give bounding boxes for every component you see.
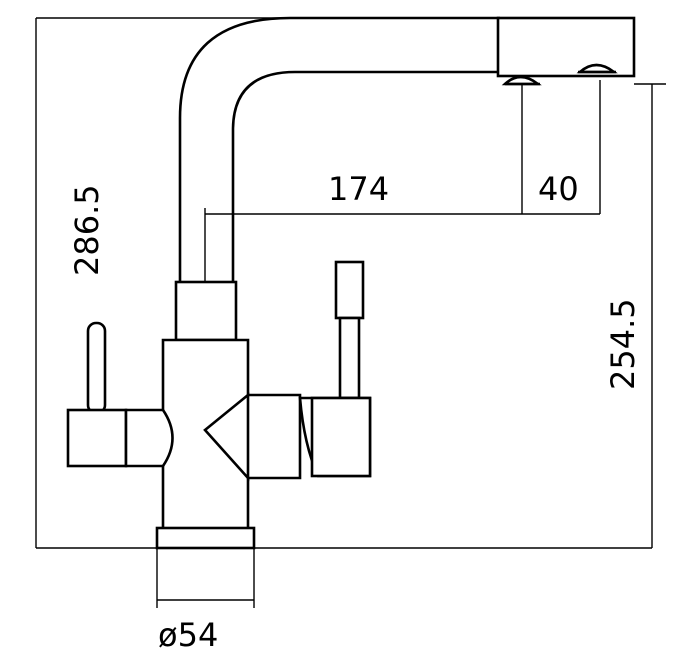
outlet-spacing-label: 40: [538, 170, 579, 208]
base-diameter-label: ø54: [158, 616, 218, 654]
right-handle: [298, 260, 372, 478]
spout-reach-label: 174: [328, 170, 389, 208]
spout-height-label: 254.5: [604, 298, 642, 390]
faucet-base: [155, 526, 256, 608]
left-handle: [66, 321, 174, 468]
swivel-collar: [174, 280, 238, 342]
faucet-body: [161, 338, 302, 532]
reach-dimension-lines: [204, 80, 601, 340]
spout: [178, 16, 636, 290]
total-height-label: 286.5: [68, 184, 106, 276]
